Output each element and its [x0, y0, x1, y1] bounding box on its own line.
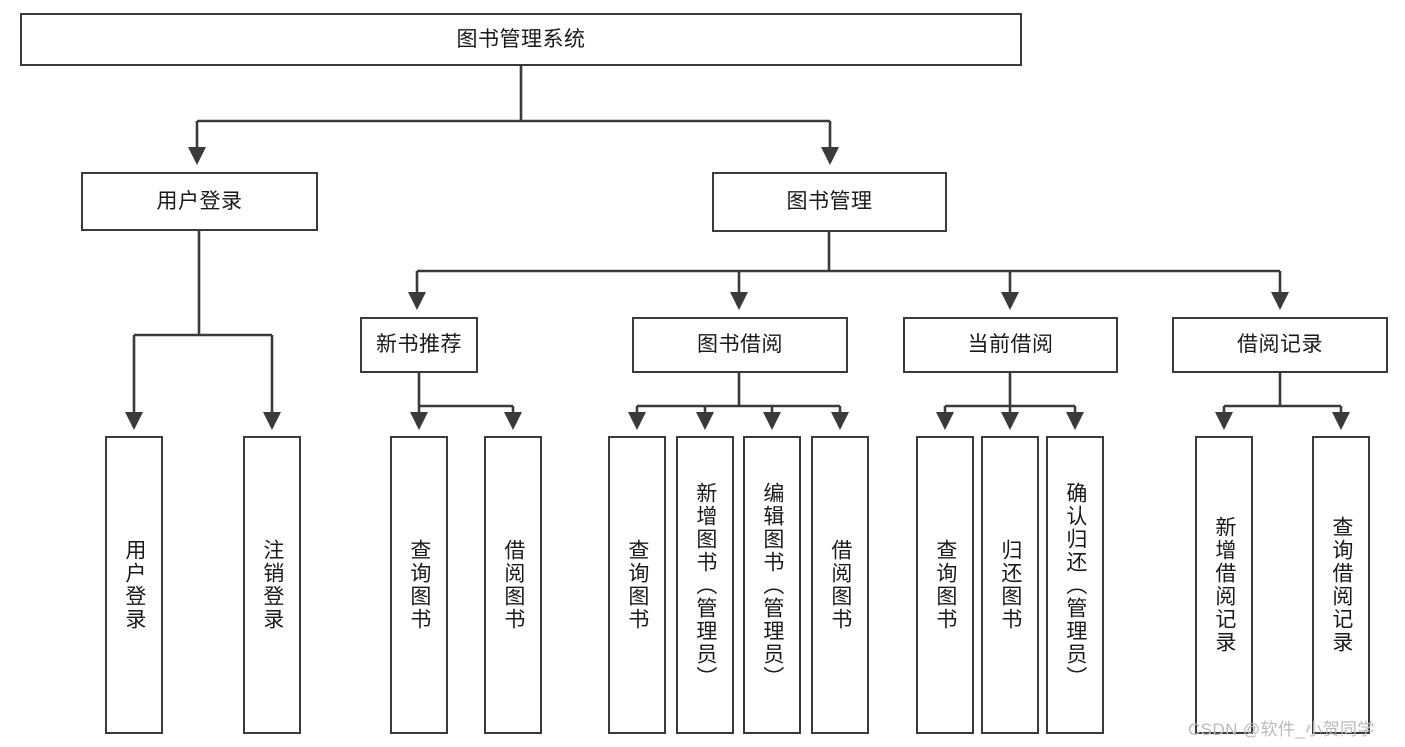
- node-label: 图书管理: [786, 190, 873, 214]
- node-label: 借阅记录: [1237, 333, 1323, 357]
- node-label: 注销登录: [260, 539, 284, 631]
- node-label: 借阅图书: [828, 539, 852, 631]
- node-borrow-record[interactable]: 借阅记录: [1172, 317, 1388, 373]
- node-label: 新增借阅记录: [1212, 516, 1236, 654]
- node-label: 用户登录: [156, 189, 243, 213]
- leaf-current-borrow-query-book[interactable]: 查询图书: [916, 436, 974, 734]
- node-label: 归还图书: [998, 539, 1022, 631]
- leaf-new-book-borrow-book[interactable]: 借阅图书: [484, 436, 542, 734]
- leaf-borrow-record-add-record[interactable]: 新增借阅记录: [1195, 436, 1253, 734]
- node-label: 查询图书: [407, 539, 431, 631]
- leaf-new-book-query-book[interactable]: 查询图书: [390, 436, 448, 734]
- leaf-book-borrow-add-book-admin[interactable]: 新增图书（管理员）: [676, 436, 734, 734]
- node-label: 查询图书: [933, 539, 957, 631]
- node-root-book-management-system[interactable]: 图书管理系统: [20, 13, 1022, 66]
- node-label: 确认归还（管理员）: [1063, 481, 1087, 689]
- node-book-borrow[interactable]: 图书借阅: [632, 317, 848, 373]
- node-label: 编辑图书（管理员）: [760, 481, 784, 689]
- node-user-login[interactable]: 用户登录: [81, 172, 318, 231]
- leaf-current-borrow-confirm-return-admin[interactable]: 确认归还（管理员）: [1046, 436, 1104, 734]
- csdn-watermark: CSDN @软件_小贺同学: [1188, 720, 1375, 739]
- node-label: 查询借阅记录: [1329, 516, 1353, 654]
- leaf-borrow-record-query-record[interactable]: 查询借阅记录: [1312, 436, 1370, 734]
- node-label: 当前借阅: [967, 333, 1054, 357]
- node-label: 图书管理系统: [456, 27, 586, 51]
- node-current-borrow[interactable]: 当前借阅: [903, 317, 1118, 373]
- leaf-user-login-login[interactable]: 用户登录: [105, 436, 163, 734]
- leaf-current-borrow-return-book[interactable]: 归还图书: [981, 436, 1039, 734]
- leaf-book-borrow-query-book[interactable]: 查询图书: [608, 436, 666, 734]
- leaf-user-login-logout[interactable]: 注销登录: [243, 436, 301, 734]
- node-label: 用户登录: [122, 539, 146, 631]
- node-new-book-recommend[interactable]: 新书推荐: [360, 317, 478, 373]
- node-label: 图书借阅: [697, 333, 783, 357]
- node-label: 新增图书（管理员）: [693, 481, 717, 689]
- node-label: 借阅图书: [501, 539, 525, 631]
- node-label: 新书推荐: [376, 333, 462, 357]
- node-label: 查询图书: [625, 539, 649, 631]
- leaf-book-borrow-borrow-book[interactable]: 借阅图书: [811, 436, 869, 734]
- leaf-book-borrow-edit-book-admin[interactable]: 编辑图书（管理员）: [743, 436, 801, 734]
- node-book-management[interactable]: 图书管理: [712, 172, 947, 232]
